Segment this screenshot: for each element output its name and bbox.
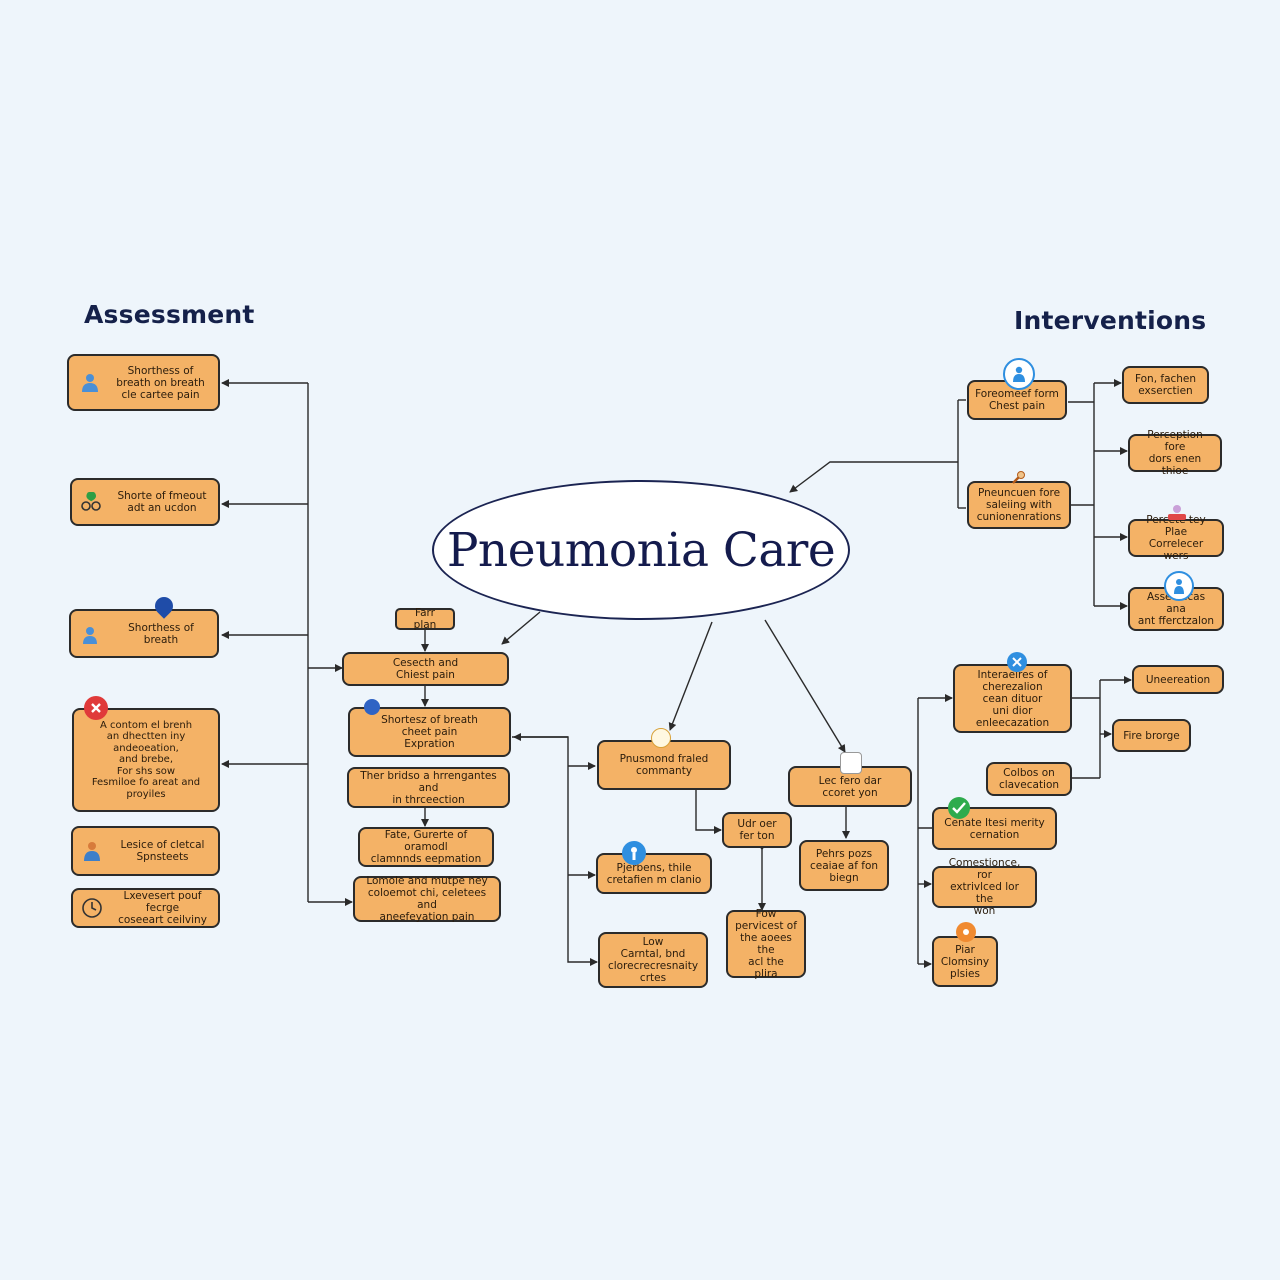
location-pin-icon: [151, 593, 177, 619]
care-node[interactable]: Ther bridso a hrrengantes and in thrceec…: [347, 767, 510, 808]
intervention-node-label: Interaeires of cherezalion cean dituor u…: [975, 668, 1050, 729]
intervention-node[interactable]: Fon, fachen exserctien: [1122, 366, 1209, 404]
tools-icon: [956, 922, 976, 942]
care-node[interactable]: Fow pervicest of the aoees the acl the p…: [726, 908, 806, 980]
care-node[interactable]: Udr oer fer ton: [722, 812, 792, 848]
care-node-label: Pjerbens, thile cretafien m clanio: [606, 861, 702, 886]
intervention-node-label: Foreomeef form Chest pain: [975, 388, 1059, 412]
care-node-label: Farr plan: [413, 607, 437, 631]
care-node-label: Ther bridso a hrrengantes and in thrceec…: [360, 769, 497, 806]
intervention-node-label: Pneuncuen fore saleiing with cunionenrat…: [976, 487, 1062, 523]
assessment-node-label: Shorte of fmeout adt an ucdon: [117, 490, 207, 514]
check-icon: [948, 797, 970, 819]
intervention-node[interactable]: Perception fore dors enen thioe: [1128, 429, 1222, 477]
intervention-node-label: Comestionce, ror extrivlced lor the won: [948, 857, 1021, 917]
care-node-label: Low Carntal, bnd clorecrecresnaity crtes: [607, 936, 699, 984]
doctor-icon: [81, 840, 103, 862]
care-node[interactable]: Cesecth and Chiest pain: [342, 652, 509, 686]
care-node[interactable]: Fate, Gurerte of oramodl clamnnds eepmat…: [358, 827, 494, 867]
care-node[interactable]: Shortesz of breath cheet pain Expration: [348, 699, 511, 757]
intervention-node-label: Colbos on clavecation: [998, 767, 1060, 791]
intervention-node-label: Cenate Itesi merity cernation: [944, 816, 1045, 841]
intervention-node[interactable]: Asseeeicas ana ant fferctzalon: [1128, 571, 1224, 631]
intervention-node[interactable]: Piar Clomsiny plsies: [932, 922, 998, 987]
intervention-node[interactable]: Interaeires of cherezalion cean dituor u…: [953, 652, 1072, 733]
clipboard-icon: [840, 752, 862, 774]
intervention-node[interactable]: Colbos on clavecation: [986, 762, 1072, 796]
care-node-label: Lomole and mutpe ney coloemot chi, celet…: [366, 875, 488, 923]
care-node[interactable]: Farr plan: [395, 607, 455, 631]
pin-icon: [364, 699, 380, 715]
intervention-node-label: Fire brorge: [1123, 729, 1180, 742]
care-node-label: Fow pervicest of the aoees the acl the p…: [735, 908, 797, 980]
care-node[interactable]: Pnusmond fraled commanty: [597, 728, 731, 790]
care-node-label: Lec fero dar ccoret yon: [818, 774, 882, 799]
central-topic-title: Pneumonia Care: [446, 522, 836, 578]
intervention-node-label: Fon, fachen exserctien: [1134, 373, 1197, 397]
person-icon: [1164, 571, 1194, 601]
intervention-node[interactable]: Cenate Itesi merity cernation: [932, 797, 1057, 850]
assessment-node-label: Lxevesert pouf fecrge coseeart ceilviny: [118, 890, 207, 926]
alert-icon: [84, 696, 108, 720]
central-topic[interactable]: Pneumonia Care: [432, 480, 850, 620]
assessment-node[interactable]: Lxevesert pouf fecrge coseeart ceilviny: [71, 888, 220, 928]
intervention-node[interactable]: Pneuncuen fore saleiing with cunionenrat…: [967, 471, 1071, 529]
intervention-node-label: Asseeeicas ana ant fferctzalon: [1137, 591, 1215, 627]
interventions-heading: Interventions: [1014, 306, 1207, 335]
tools-icon: [1009, 469, 1027, 487]
assessment-node[interactable]: Shorthess of breath on breath cle cartee…: [67, 354, 220, 411]
assessment-node[interactable]: Lesice of cletcal Spnsteets: [71, 826, 220, 876]
care-node[interactable]: Lec fero dar ccoret yon: [788, 752, 912, 807]
care-node-label: Pnusmond fraled commanty: [619, 753, 709, 777]
care-node-label: Shortesz of breath cheet pain Expration: [381, 714, 478, 750]
tools-icon: [1007, 652, 1027, 672]
intervention-node-label: Piar Clomsiny plsies: [940, 943, 990, 980]
bed-icon: [1166, 503, 1188, 523]
care-node[interactable]: Pehrs pozs ceaiae af fon biegn: [799, 840, 889, 891]
care-node-label: Cesecth and Chiest pain: [392, 657, 459, 681]
assessment-node[interactable]: Shorte of fmeout adt an ucdon: [70, 478, 220, 526]
care-node-label: Udr oer fer ton: [737, 818, 777, 842]
stethoscope-pin-icon: [80, 492, 102, 514]
assessment-node-label: Shorthess of breath: [128, 621, 194, 646]
intervention-node-label: Uneereation: [1145, 673, 1211, 686]
person-icon: [1003, 358, 1035, 390]
clock-icon: [651, 728, 671, 748]
intervention-node[interactable]: Percete tey Plae Correlecer wers: [1128, 505, 1224, 562]
person-icon: [79, 372, 101, 394]
person-pin-icon: [622, 841, 646, 865]
clock-icon: [81, 897, 103, 919]
person-pin-icon: [79, 623, 101, 645]
assessment-node[interactable]: A contom el brenh an dhectten iny andeoe…: [72, 696, 220, 812]
care-node[interactable]: Lomole and mutpe ney coloemot chi, celet…: [353, 875, 501, 923]
intervention-node[interactable]: Comestionce, ror extrivlced lor the won: [932, 857, 1037, 917]
intervention-node-label: Percete tey Plae Correlecer wers: [1146, 514, 1206, 562]
intervention-node[interactable]: Fire brorge: [1112, 719, 1191, 752]
intervention-node[interactable]: Uneereation: [1132, 665, 1224, 694]
assessment-node-label: Shorthess of breath on breath cle cartee…: [116, 364, 205, 401]
assessment-node[interactable]: Shorthess of breath: [69, 593, 219, 658]
intervention-node-label: Perception fore dors enen thioe: [1147, 429, 1203, 477]
assessment-node-label: A contom el brenh an dhectten iny andeoe…: [91, 719, 201, 800]
assessment-node-label: Lesice of cletcal Spnsteets: [120, 839, 205, 863]
assessment-heading: Assessment: [84, 300, 255, 329]
care-node-label: Pehrs pozs ceaiae af fon biegn: [809, 847, 879, 884]
care-node[interactable]: Low Carntal, bnd clorecrecresnaity crtes: [598, 932, 708, 988]
care-node[interactable]: Pjerbens, thile cretafien m clanio: [596, 841, 712, 894]
care-node-label: Fate, Gurerte of oramodl clamnnds eepmat…: [370, 829, 482, 865]
intervention-node[interactable]: Foreomeef form Chest pain: [967, 358, 1067, 420]
